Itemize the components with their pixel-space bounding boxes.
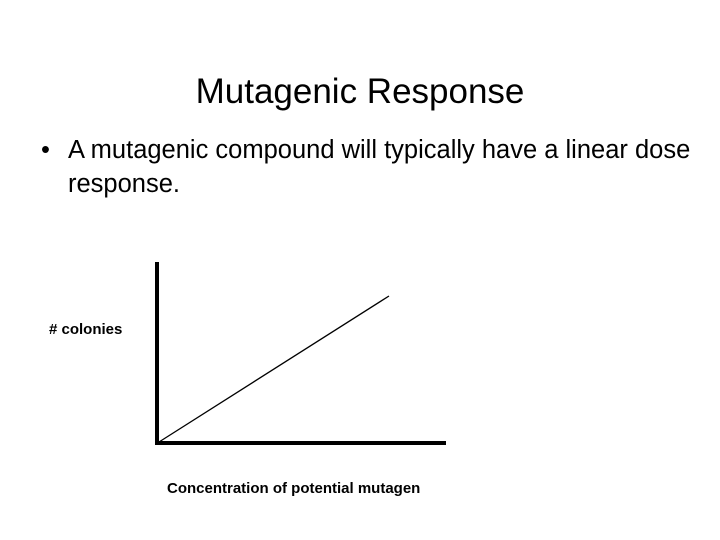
bullet-point-icon: • <box>41 136 50 164</box>
chart-series-line-linear <box>158 295 390 443</box>
page-title: Mutagenic Response <box>195 72 525 112</box>
chart-y-axis-label: # colonies <box>49 321 123 338</box>
chart-x-axis-label: Concentration of potential mutagen <box>167 480 421 497</box>
bullet-list: • A mutagenic compound will typically ha… <box>34 133 694 201</box>
list-item: • A mutagenic compound will typically ha… <box>34 133 694 201</box>
bullet-item-text: A mutagenic compound will typically have… <box>68 136 691 198</box>
